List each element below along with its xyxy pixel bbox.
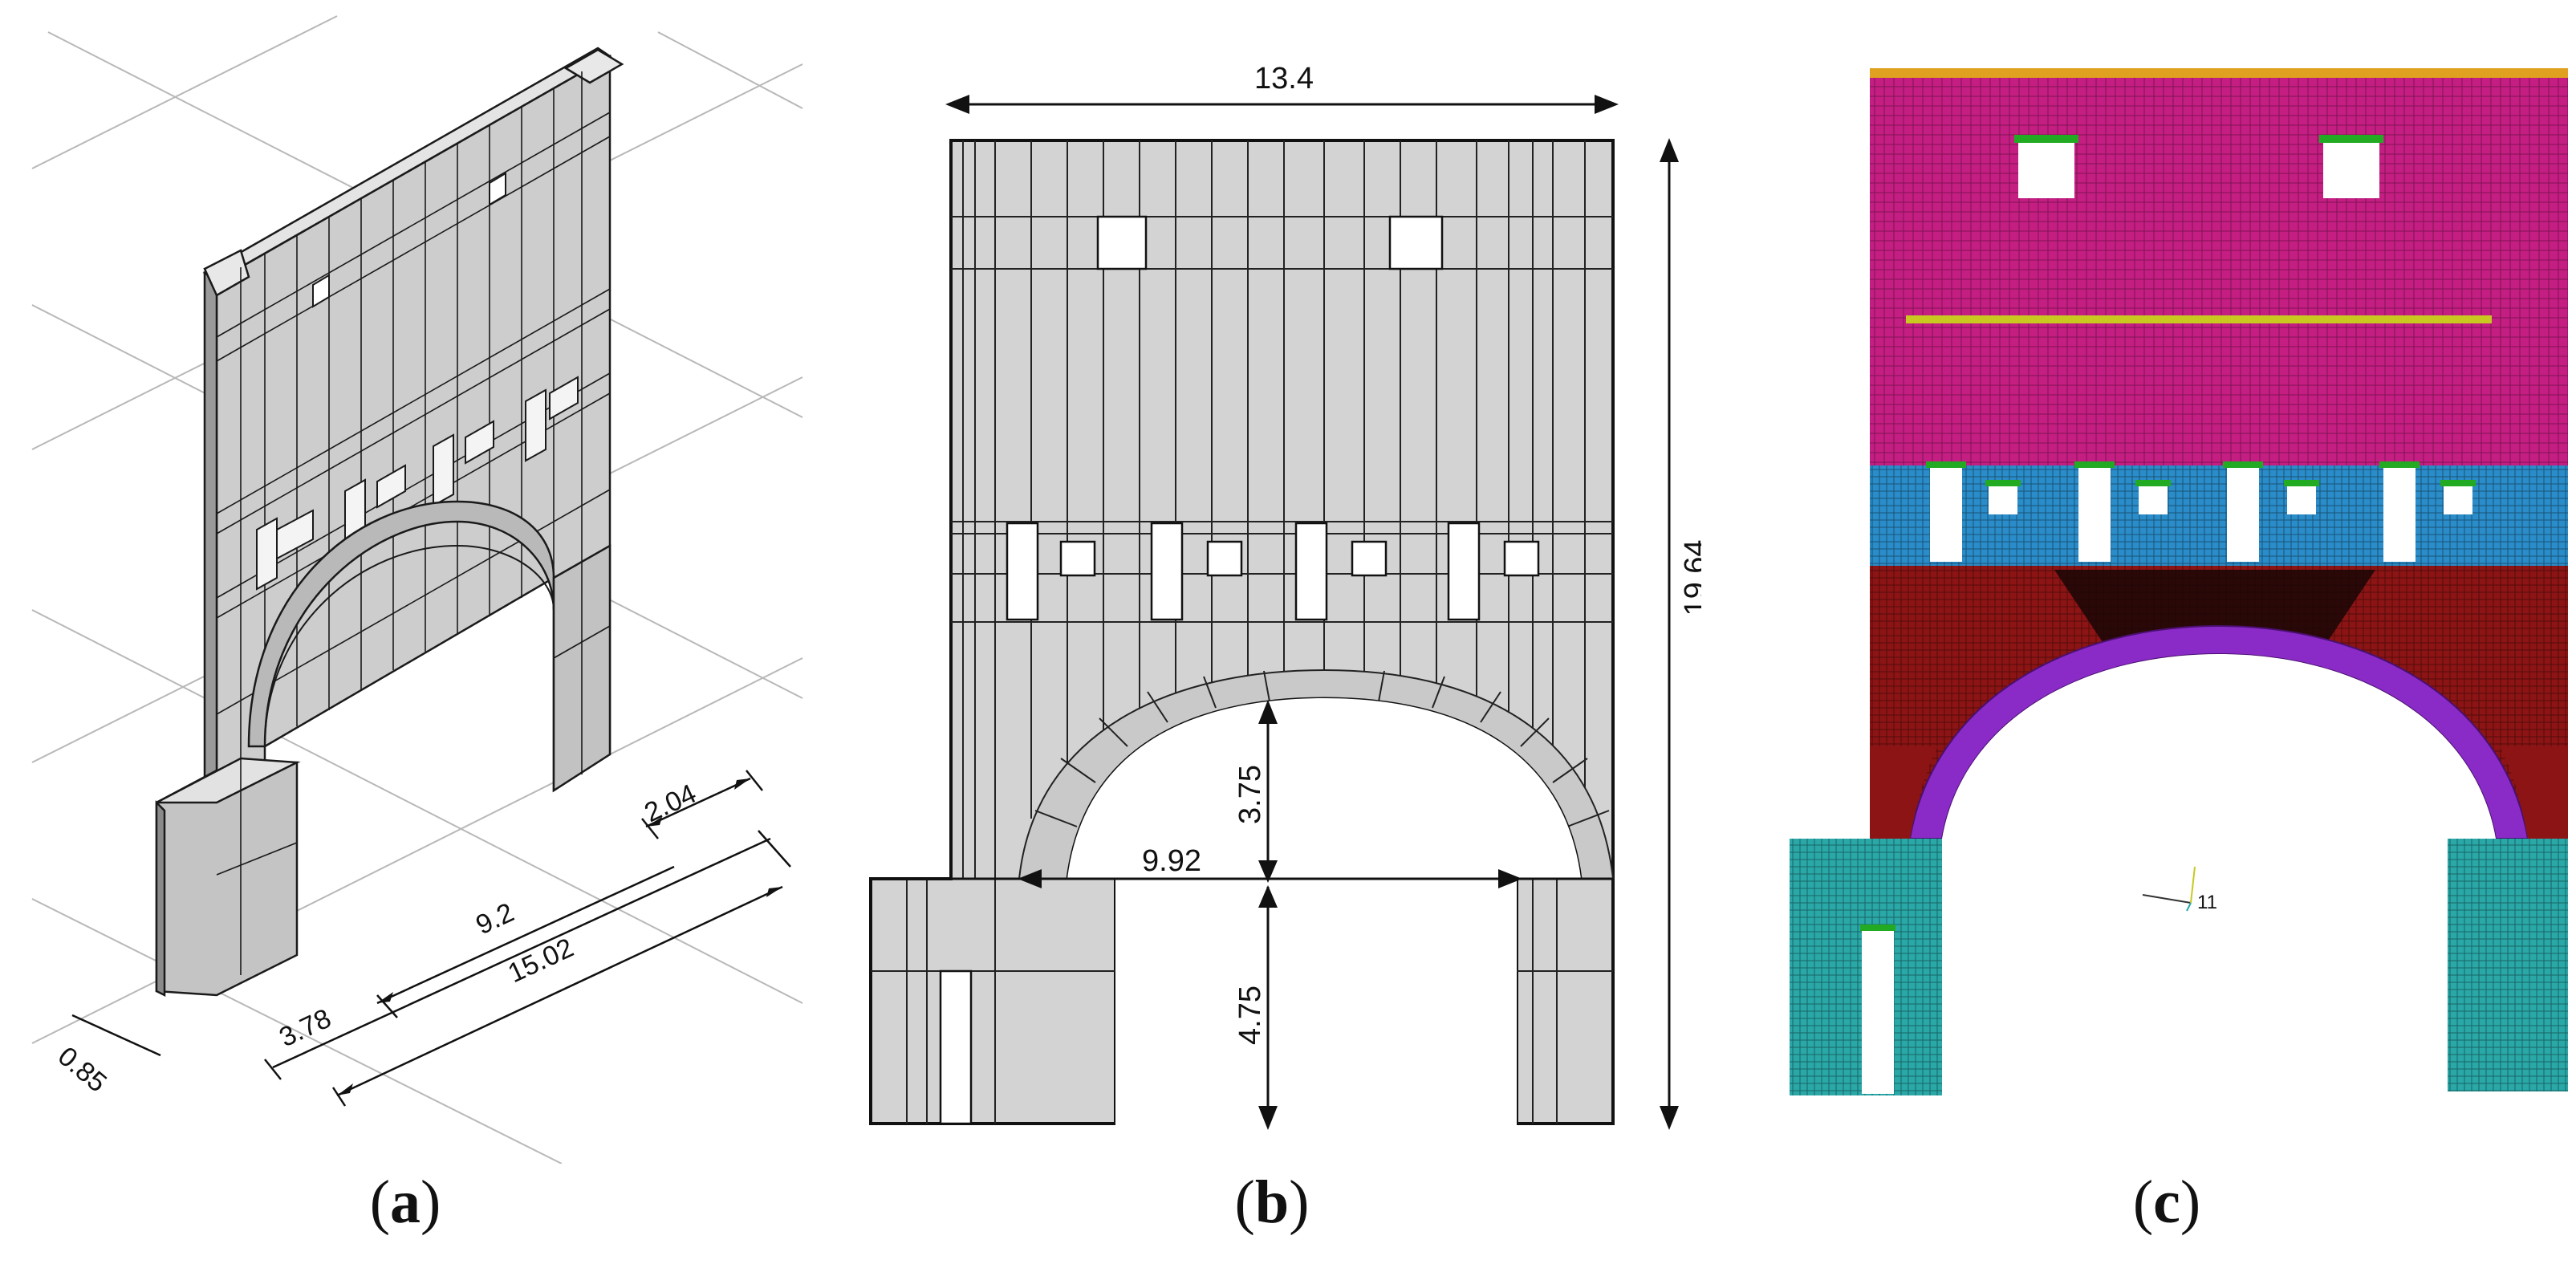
upper-windows: [1096, 215, 1444, 270]
front-elevation: 13.4 19.64 3.75 9.92 4.75: [869, 62, 1701, 1130]
dimension-lines: [951, 103, 1671, 1124]
isometric-model: 2.04 9.2 15.02 3.78 0.85: [31, 15, 803, 1164]
caption-b: (b): [1234, 1168, 1310, 1236]
middle-openings: [1006, 522, 1540, 621]
dimension-arrows: [337, 778, 782, 1095]
dimension-labels: 13.4 19.64 3.75 9.92 4.75: [1142, 62, 1701, 1045]
dim-arch-rise-3-75: 3.75: [1233, 765, 1267, 824]
window-upper-right: [1388, 215, 1444, 270]
mesh-top-edge: [1870, 68, 2568, 78]
mesh-middle-openings: [1926, 461, 2476, 562]
window-upper-left: [1096, 215, 1148, 270]
mesh-upper-windows: [2014, 135, 2383, 198]
caption-a: (a): [369, 1168, 441, 1236]
dim-2-04: 2.04: [640, 778, 701, 828]
horizontal-divisions: [871, 216, 1613, 972]
caption-c: (c): [2132, 1168, 2201, 1236]
coordinate-triad: 11: [2142, 866, 2217, 913]
right-pier: [552, 543, 611, 793]
mesh-beam-line: [1906, 315, 2492, 323]
dimension-arrows: [945, 95, 1679, 1130]
panel-b: 13.4 19.64 3.75 9.92 4.75 (b): [851, 0, 1701, 1264]
dim-width-13-4: 13.4: [1254, 62, 1314, 96]
triad-label: 11: [2197, 892, 2217, 913]
dim-pier-4-75: 4.75: [1233, 986, 1267, 1045]
dim-height-19-64: 19.64: [1679, 539, 1701, 616]
upper-windows: [312, 172, 506, 308]
panel-c: 11 (c): [1749, 0, 2576, 1264]
dimension-lines: [71, 770, 791, 1107]
panel-a: 2.04 9.2 15.02 3.78 0.85 (a): [0, 0, 819, 1264]
dim-span-9-92: 9.92: [1142, 844, 1201, 878]
dim-9-2: 9.2: [471, 897, 518, 941]
pier-doorway: [939, 969, 973, 1125]
dim-0-85: 0.85: [52, 1041, 112, 1099]
finite-element-mesh: 11: [1790, 68, 2568, 1164]
